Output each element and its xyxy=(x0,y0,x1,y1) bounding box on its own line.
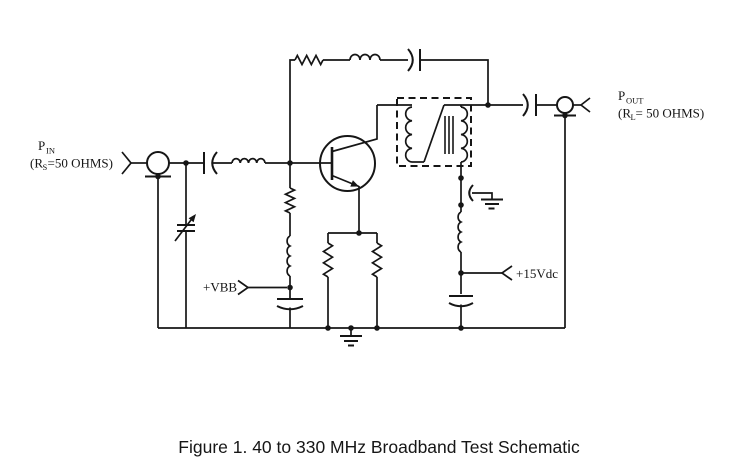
vbb-bypass-capacitor xyxy=(276,298,304,328)
emitter-resistors xyxy=(321,230,384,331)
transformer-right-coil xyxy=(460,106,469,163)
figure-caption: Figure 1. 40 to 330 MHz Broadband Test S… xyxy=(178,437,580,457)
feedback-resistor xyxy=(294,53,324,67)
variable-tuning-capacitor xyxy=(174,163,196,328)
vbb-entry: +VBB xyxy=(203,279,287,296)
input-arrow xyxy=(121,151,147,175)
supply-bypass-capacitor xyxy=(448,295,474,328)
emitter-arrowhead xyxy=(350,180,359,187)
npn-transistor xyxy=(319,105,378,233)
rl-label-prefix: (R xyxy=(618,106,631,121)
supply-label: +15Vdc xyxy=(516,266,558,281)
transistor-collector xyxy=(331,105,378,153)
emitter-resistor-left xyxy=(321,242,335,278)
collector-bypass-capacitor xyxy=(468,184,493,202)
base-bias-network: +VBB xyxy=(203,163,304,328)
supply-input: +15Vdc xyxy=(448,265,558,331)
pout-sub-label: OUT xyxy=(626,96,644,106)
vbb-label: +VBB xyxy=(203,280,237,295)
transformer-diagonal xyxy=(423,104,445,163)
emitter-resistor-right xyxy=(370,242,384,278)
base-bias-resistor xyxy=(283,187,297,214)
feedback-capacitor xyxy=(407,48,414,72)
vbb-arrow xyxy=(237,279,250,296)
transformer-core-bars xyxy=(444,116,454,154)
rs-sub-label: S xyxy=(43,162,48,172)
rs-label-prefix: (R xyxy=(30,156,43,171)
rs-label-suffix: =50 OHMS) xyxy=(48,156,113,171)
collector-rf-choke xyxy=(457,211,463,253)
input-coupling-capacitor xyxy=(203,151,232,175)
pin-label: P xyxy=(38,138,45,153)
rl-sub-label: L xyxy=(631,112,636,122)
base-rf-choke xyxy=(286,235,292,277)
pin-sub-label: IN xyxy=(46,146,55,156)
output-arrow xyxy=(573,97,591,113)
feedback-network xyxy=(289,48,489,163)
transmission-line-transformer xyxy=(396,97,488,167)
collector-dc-feed xyxy=(457,162,503,294)
input-matching-inductor xyxy=(231,157,266,164)
ground-symbol-center xyxy=(340,325,362,347)
rl-label-suffix: = 50 OHMS) xyxy=(636,106,705,121)
ground-symbol-right xyxy=(481,198,503,210)
transformer-left-coil xyxy=(404,106,413,163)
output-connector xyxy=(554,96,576,328)
input-port-label: P IN (R S =50 OHMS) xyxy=(30,138,113,172)
feedback-inductor xyxy=(349,53,381,61)
transformer-dashed-box xyxy=(396,97,472,167)
supply-arrow xyxy=(500,265,513,281)
input-connector xyxy=(145,151,171,328)
output-port-label: P OUT (R L = 50 OHMS) xyxy=(618,88,704,122)
output-coupling-capacitor xyxy=(522,93,557,117)
pout-label: P xyxy=(618,88,625,103)
